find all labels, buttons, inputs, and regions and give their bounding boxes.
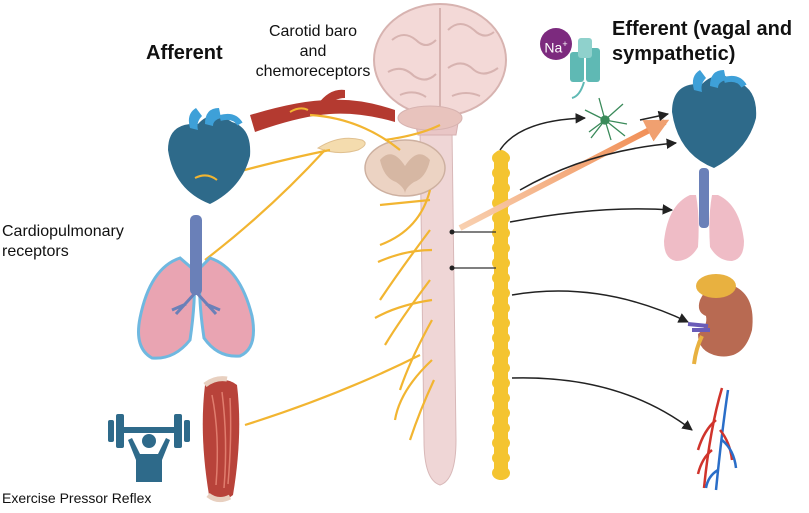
- kidney-icon: [687, 274, 753, 365]
- sodium-charge: +: [562, 39, 568, 49]
- cardio-label-line1: Cardiopulmonary: [2, 223, 124, 240]
- sympathetic-ganglion: [492, 241, 510, 255]
- sympathetic-ganglion: [492, 391, 510, 405]
- carotid-label-line2: and: [299, 43, 327, 60]
- sympathetic-ganglion: [492, 406, 510, 420]
- sympathetic-ganglion: [492, 361, 510, 375]
- sympathetic-ganglion: [492, 466, 510, 480]
- sympathetic-ganglion: [492, 151, 510, 165]
- sympathetic-ganglion: [492, 346, 510, 360]
- vagal-efferent-arrow: [458, 119, 670, 231]
- efferent-label: Efferent (vagal and sympathetic): [612, 17, 809, 67]
- sympathetic-ganglion: [492, 331, 510, 345]
- spinal-cord-section-icon: [364, 139, 446, 197]
- heart-icon: [672, 70, 757, 168]
- carotid-receptors-label: Carotid baro and chemoreceptors: [244, 22, 382, 82]
- efferent-label-line1: Efferent (vagal and: [612, 18, 793, 40]
- muscle-icon: [202, 376, 240, 503]
- sympathetic-chain-icon: [492, 150, 510, 480]
- ganglion-icon: [316, 137, 366, 154]
- sympathetic-ganglion: [492, 211, 510, 225]
- cardio-label-line2: receptors: [2, 243, 69, 260]
- sympathetic-ganglion: [492, 166, 510, 180]
- sodium-ion-icon: Na+: [540, 28, 572, 60]
- sympathetic-ganglion: [492, 436, 510, 450]
- sodium-channel-icon: [570, 38, 600, 99]
- sympathetic-ganglion: [492, 286, 510, 300]
- cardiopulmonary-receptors-label: Cardiopulmonary receptors: [2, 222, 172, 262]
- sympathetic-ganglion: [492, 451, 510, 465]
- exercise-pressor-reflex-label: Exercise Pressor Reflex: [2, 490, 152, 506]
- sympathetic-ganglion: [492, 256, 510, 270]
- blood-vessels-icon: [696, 387, 738, 491]
- efferent-arrows: [499, 110, 693, 431]
- neuron-icon: [584, 97, 628, 141]
- sympathetic-ganglion: [492, 316, 510, 330]
- sympathetic-ganglion: [492, 421, 510, 435]
- brain-icon: [373, 3, 507, 131]
- sympathetic-ganglion: [492, 301, 510, 315]
- sympathetic-ganglion: [492, 271, 510, 285]
- sodium-symbol: Na: [544, 39, 563, 56]
- sympathetic-ganglion: [492, 226, 510, 240]
- carotid-label-line3: chemoreceptors: [255, 63, 371, 80]
- carotid-artery-icon: [250, 89, 395, 132]
- sympathetic-ganglion: [492, 376, 510, 390]
- efferent-label-line2: sympathetic): [612, 43, 736, 65]
- lungs-icon: [137, 215, 255, 360]
- carotid-label-line1: Carotid baro: [268, 23, 358, 40]
- afferent-label: Afferent: [146, 42, 223, 64]
- sympathetic-ganglion: [492, 181, 510, 195]
- lungs-icon: [664, 168, 744, 261]
- weightlifter-icon: [108, 414, 190, 482]
- heart-icon: [168, 108, 251, 204]
- preganglionic-fibers: [452, 231, 496, 269]
